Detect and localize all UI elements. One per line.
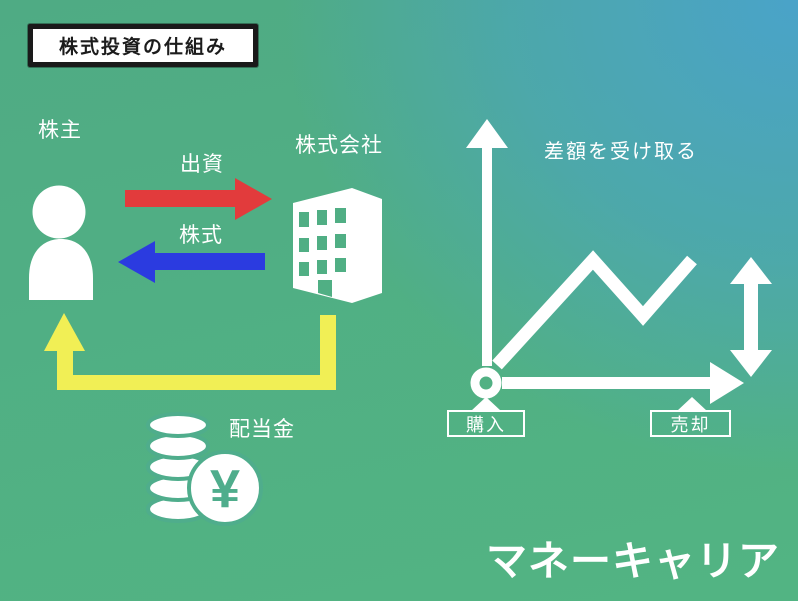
price-line (492, 250, 697, 370)
diff-arrow-shaft (744, 280, 758, 360)
buy-pointer-icon (471, 397, 501, 411)
dividend-label: 配当金 (229, 418, 295, 441)
x-axis-arrowhead-icon (710, 362, 744, 404)
sell-pointer-icon (677, 397, 707, 411)
diff-arrow-up-head-icon (730, 257, 772, 284)
page-title: 株式投資の仕組み (58, 37, 227, 58)
y-axis-arrowhead-icon (466, 119, 508, 148)
shareholder-label: 株主 (38, 119, 82, 142)
sell-label: 売却 (670, 414, 711, 435)
yen-coin-icon (187, 450, 263, 526)
company-label: 株式会社 (295, 134, 383, 157)
buy-label: 購入 (466, 414, 506, 435)
invest-arrow (125, 178, 272, 220)
title-box: 株式投資の仕組み (28, 24, 258, 67)
coins-icon: ¥ (146, 412, 263, 526)
person-icon (29, 185, 93, 300)
buy-callout: 購入 (447, 410, 525, 437)
price-chart (466, 119, 772, 404)
stock-arrow (118, 241, 265, 283)
chart-caption: 差額を受け取る (544, 141, 698, 163)
origin-ring-icon (470, 367, 502, 399)
building-icon (293, 188, 382, 303)
dividend-arrow (44, 313, 336, 390)
diff-arrow-down-head-icon (730, 350, 772, 377)
invest-label: 出資 (180, 153, 224, 176)
sell-callout: 売却 (650, 410, 731, 437)
y-axis (482, 146, 492, 366)
x-axis (502, 377, 712, 389)
yen-symbol: ¥ (210, 459, 240, 519)
stock-label: 株式 (179, 224, 223, 247)
brand-logo: マネーキャリア (486, 538, 780, 584)
